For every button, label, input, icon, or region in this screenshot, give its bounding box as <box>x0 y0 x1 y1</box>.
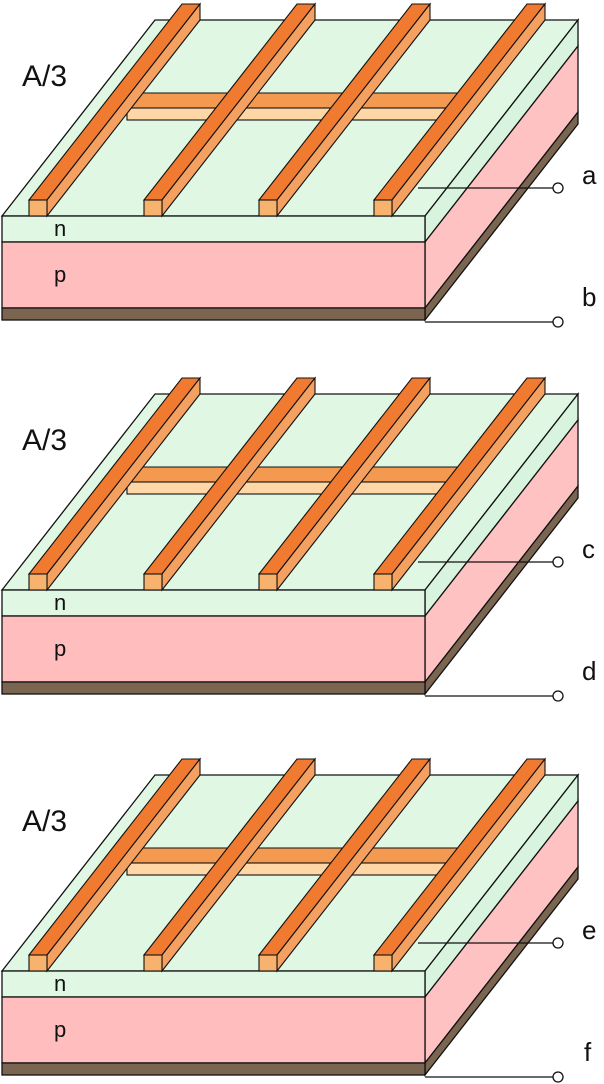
cell-title: A/3 <box>22 424 67 457</box>
bottom-terminal-label: f <box>584 1037 592 1067</box>
bottom-terminal-node <box>552 690 564 702</box>
back-contact <box>1 1062 426 1076</box>
n-layer-label: n <box>54 590 66 615</box>
n-layer <box>1 970 426 998</box>
bottom-terminal-node <box>552 1071 564 1083</box>
bottom-terminal-lead <box>425 316 564 328</box>
solar-cell-3: A/3 n p e f <box>0 757 596 1083</box>
bottom-terminal-label: b <box>582 282 596 312</box>
finger-2 <box>142 376 317 592</box>
finger-1 <box>27 2 202 218</box>
finger-3 <box>257 376 432 592</box>
p-layer-label: p <box>54 1017 66 1042</box>
p-layer-label: p <box>54 636 66 661</box>
finger-3 <box>257 2 432 218</box>
finger-4 <box>372 757 547 973</box>
bottom-terminal-node <box>552 316 564 328</box>
finger-4 <box>372 376 547 592</box>
finger-2 <box>142 2 317 218</box>
top-terminal-lead <box>418 556 564 568</box>
finger-2 <box>142 757 317 973</box>
solar-cell-1: A/3 n p a b <box>0 2 597 328</box>
top-terminal-label: a <box>582 160 597 190</box>
solar-cell-2: A/3 n p c d <box>0 376 596 702</box>
back-contact <box>1 681 426 695</box>
back-contact <box>1 307 426 321</box>
cell-title: A/3 <box>22 60 67 93</box>
p-layer <box>1 996 426 1064</box>
finger-4 <box>372 2 547 218</box>
top-terminal-label: c <box>582 534 595 564</box>
top-terminal-node <box>552 556 564 568</box>
finger-3 <box>257 757 432 973</box>
top-terminal-lead <box>418 182 564 194</box>
finger-1 <box>27 757 202 973</box>
n-layer-label: n <box>54 216 66 241</box>
top-terminal-label: e <box>582 915 596 945</box>
bottom-terminal-label: d <box>582 656 596 686</box>
top-terminal-lead <box>418 937 564 949</box>
busbar <box>126 466 463 495</box>
cell-title: A/3 <box>22 805 67 838</box>
top-terminal-node <box>552 937 564 949</box>
bottom-terminal-lead <box>425 1071 564 1083</box>
n-layer <box>1 589 426 617</box>
finger-1 <box>27 376 202 592</box>
busbar <box>126 847 463 876</box>
n-layer-label: n <box>54 971 66 996</box>
busbar <box>126 92 463 121</box>
p-layer-label: p <box>54 262 66 287</box>
p-layer <box>1 615 426 683</box>
top-terminal-node <box>552 182 564 194</box>
p-layer <box>1 241 426 309</box>
bottom-terminal-lead <box>425 690 564 702</box>
